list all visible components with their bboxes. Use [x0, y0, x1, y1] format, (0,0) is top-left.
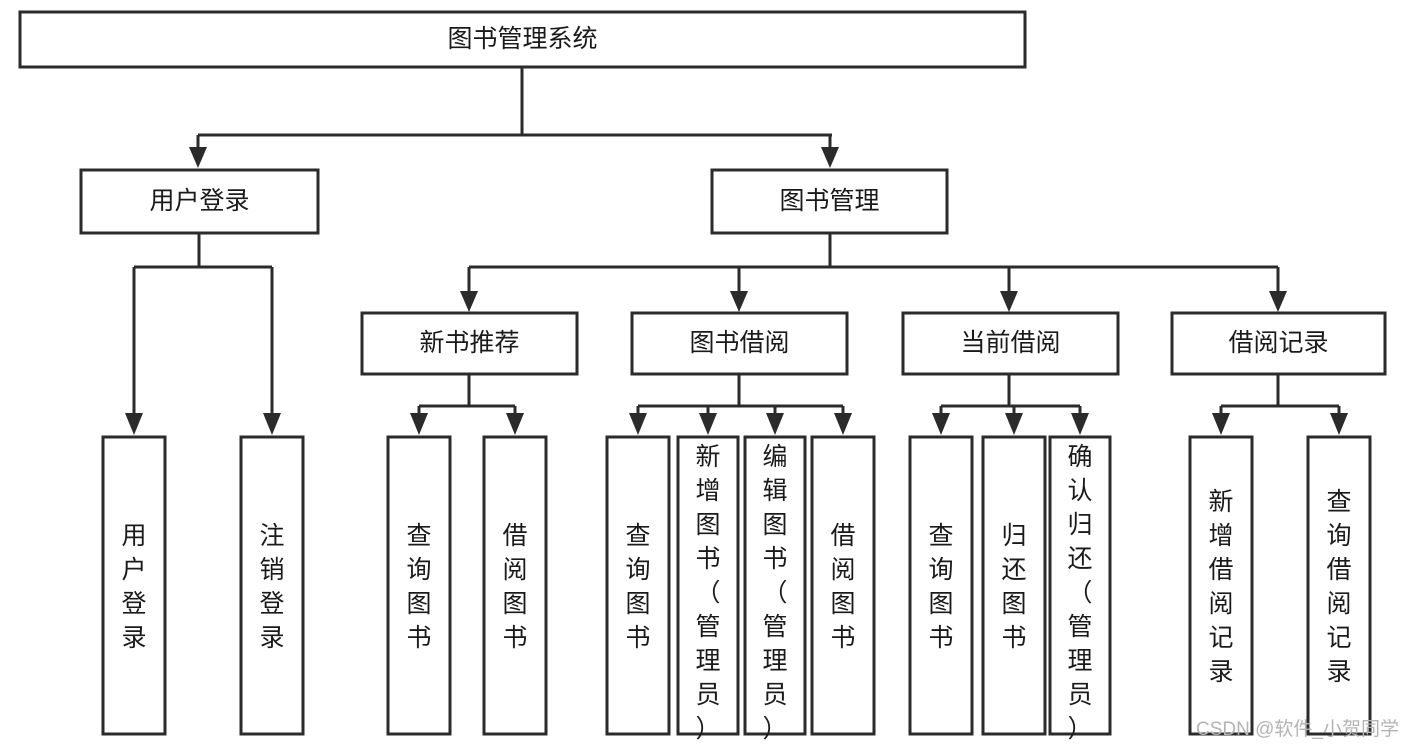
- node-label-root: 图书管理系统: [447, 25, 597, 53]
- node-box-leaf-user-login[interactable]: [101, 435, 167, 736]
- node-user-login[interactable]: 用户登录: [79, 168, 320, 235]
- arrow-head-leaf-add-borrow-record: [1212, 413, 1230, 435]
- node-leaf-query-borrow-record[interactable]: 查询借阅记录: [1306, 435, 1372, 736]
- node-label-leaf-query-book-recommend: 查询图书: [406, 522, 431, 652]
- node-box-leaf-add-borrow-record[interactable]: [1188, 435, 1254, 736]
- node-leaf-edit-book-admin[interactable]: 编辑图书（管理员）: [743, 435, 807, 743]
- arrow-head-book-borrow: [730, 291, 748, 312]
- arrow-head-leaf-query-borrow-record: [1330, 413, 1348, 435]
- arrow-head-leaf-borrow-book: [834, 413, 852, 435]
- arrow-head-leaf-return-book: [1005, 413, 1023, 435]
- node-new-book-recommend[interactable]: 新书推荐: [360, 311, 579, 376]
- node-leaf-borrow-book-recommend[interactable]: 借阅图书: [482, 435, 548, 736]
- node-box-leaf-query-borrow-record[interactable]: [1306, 435, 1372, 736]
- arrow-head-leaf-edit-book-admin: [766, 413, 784, 435]
- node-label-leaf-query-book-current: 查询图书: [928, 522, 953, 652]
- node-leaf-query-book-borrow[interactable]: 查询图书: [605, 435, 671, 736]
- node-box-borrow-record[interactable]: [1170, 311, 1387, 376]
- arrow-head-leaf-query-book-recommend: [410, 413, 428, 435]
- node-label-leaf-borrow-book: 借阅图书: [830, 522, 855, 652]
- node-current-borrow[interactable]: 当前借阅: [901, 311, 1120, 376]
- connector-layer: [125, 67, 1348, 435]
- node-box-leaf-add-book-admin[interactable]: [676, 435, 740, 736]
- node-box-leaf-edit-book-admin[interactable]: [743, 435, 807, 736]
- node-label-leaf-add-borrow-record: 新增借阅记录: [1208, 488, 1233, 686]
- arrow-head-leaf-borrow-book-recommend: [506, 413, 524, 435]
- node-borrow-record[interactable]: 借阅记录: [1170, 311, 1387, 376]
- arrow-head-user-login: [189, 147, 207, 168]
- node-leaf-user-login[interactable]: 用户登录: [101, 435, 167, 736]
- node-box-leaf-borrow-book[interactable]: [810, 435, 876, 736]
- node-leaf-confirm-return-admin[interactable]: 确认归还（管理员）: [1048, 435, 1112, 743]
- node-box-leaf-query-book-current[interactable]: [908, 435, 974, 736]
- node-label-leaf-edit-book-admin: 编辑图书（管理员）: [762, 443, 787, 743]
- node-leaf-add-book-admin[interactable]: 新增图书（管理员）: [676, 435, 740, 743]
- node-leaf-borrow-book[interactable]: 借阅图书: [810, 435, 876, 736]
- node-label-leaf-confirm-return-admin: 确认归还（管理员）: [1067, 443, 1092, 743]
- node-box-leaf-borrow-book-recommend[interactable]: [482, 435, 548, 736]
- node-box-leaf-logout-login[interactable]: [239, 435, 305, 736]
- arrow-head-new-book-recommend: [460, 291, 478, 312]
- arrow-head-book-manage: [821, 147, 839, 168]
- node-label-user-login: 用户登录: [149, 187, 249, 215]
- arrow-head-current-borrow: [1000, 291, 1018, 312]
- node-label-leaf-add-book-admin: 新增图书（管理员）: [695, 443, 720, 743]
- node-box-leaf-query-book-recommend[interactable]: [386, 435, 452, 736]
- node-leaf-return-book[interactable]: 归还图书: [981, 435, 1047, 736]
- node-label-leaf-logout-login: 注销登录: [259, 522, 284, 652]
- node-box-new-book-recommend[interactable]: [360, 311, 579, 376]
- node-book-manage[interactable]: 图书管理: [710, 168, 949, 235]
- node-label-leaf-borrow-book-recommend: 借阅图书: [502, 522, 527, 652]
- node-label-leaf-query-borrow-record: 查询借阅记录: [1326, 488, 1351, 686]
- arrow-head-borrow-record: [1269, 291, 1287, 312]
- node-label-book-borrow: 图书借阅: [689, 329, 789, 357]
- node-layer: 图书管理系统用户登录图书管理新书推荐图书借阅当前借阅借阅记录用户登录注销登录查询…: [18, 10, 1387, 743]
- arrow-head-leaf-query-book-borrow: [629, 413, 647, 435]
- node-label-current-borrow: 当前借阅: [960, 329, 1060, 357]
- node-box-root[interactable]: [18, 10, 1027, 69]
- arrow-head-leaf-user-login: [125, 413, 143, 435]
- node-label-leaf-query-book-borrow: 查询图书: [625, 522, 650, 652]
- node-box-leaf-confirm-return-admin[interactable]: [1048, 435, 1112, 736]
- node-box-leaf-return-book[interactable]: [981, 435, 1047, 736]
- node-label-leaf-return-book: 归还图书: [1001, 522, 1026, 652]
- node-root[interactable]: 图书管理系统: [18, 10, 1027, 69]
- arrow-head-leaf-query-book-current: [932, 413, 950, 435]
- arrow-head-leaf-logout-login: [263, 413, 281, 435]
- node-label-borrow-record: 借阅记录: [1228, 329, 1328, 357]
- csdn-watermark: CSDN @软件_小贺同学: [1196, 718, 1399, 740]
- node-label-new-book-recommend: 新书推荐: [419, 329, 519, 357]
- node-label-leaf-user-login: 用户登录: [121, 522, 146, 652]
- node-box-book-manage[interactable]: [710, 168, 949, 235]
- arrow-head-leaf-confirm-return-admin: [1071, 413, 1089, 435]
- node-leaf-query-book-recommend[interactable]: 查询图书: [386, 435, 452, 736]
- node-box-book-borrow[interactable]: [630, 311, 849, 376]
- node-leaf-add-borrow-record[interactable]: 新增借阅记录: [1188, 435, 1254, 736]
- node-label-book-manage: 图书管理: [779, 187, 879, 215]
- node-leaf-logout-login[interactable]: 注销登录: [239, 435, 305, 736]
- node-book-borrow[interactable]: 图书借阅: [630, 311, 849, 376]
- node-box-leaf-query-book-borrow[interactable]: [605, 435, 671, 736]
- node-leaf-query-book-current[interactable]: 查询图书: [908, 435, 974, 736]
- node-box-current-borrow[interactable]: [901, 311, 1120, 376]
- node-box-user-login[interactable]: [79, 168, 320, 235]
- arrow-head-leaf-add-book-admin: [699, 413, 717, 435]
